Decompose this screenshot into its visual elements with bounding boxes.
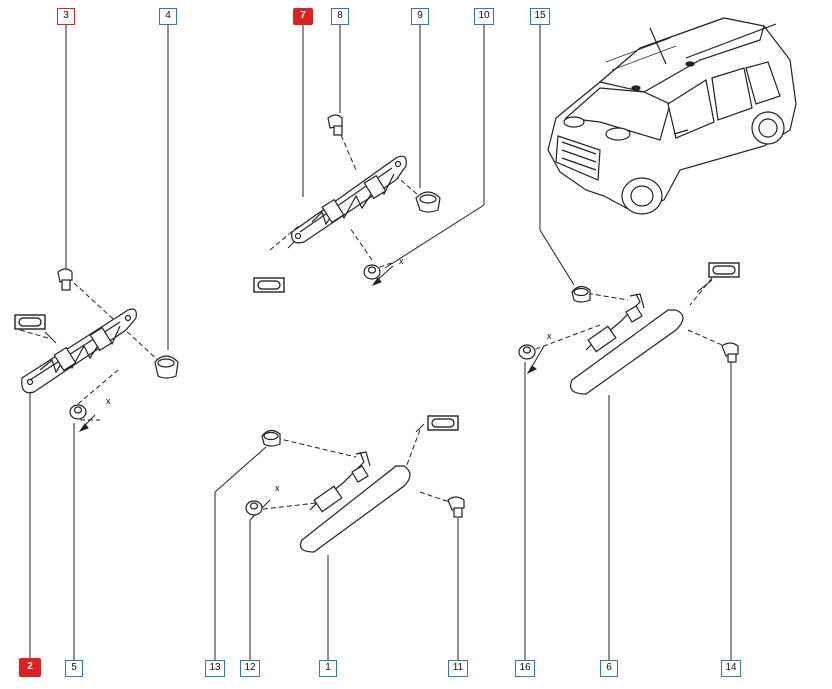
callout-11[interactable]: 11 [448, 660, 468, 677]
callout-7[interactable]: 7 [293, 8, 313, 25]
handle-part-6 [570, 293, 684, 395]
clip-part-9 [415, 191, 441, 213]
callout-3[interactable]: 3 [57, 8, 75, 25]
leader-lines [29, 25, 732, 660]
callout-6[interactable]: 6 [600, 660, 618, 677]
screw-part-14 [721, 342, 739, 363]
screw-part-3 [57, 268, 73, 291]
direction-arrows [44, 235, 713, 521]
callout-2[interactable]: 2 [19, 658, 41, 677]
callout-8[interactable]: 8 [331, 8, 349, 25]
nut-part-10 [363, 264, 381, 280]
clip-part-15 [571, 285, 591, 303]
svg-text:x: x [275, 483, 280, 493]
svg-text:x: x [547, 331, 552, 341]
callout-13[interactable]: 13 [205, 660, 225, 677]
clip-part-4 [154, 355, 179, 379]
screw-part-11 [447, 496, 465, 518]
nut-part-16 [518, 344, 536, 360]
callout-14[interactable]: 14 [721, 660, 741, 677]
x-mark-labels: x x x x [106, 256, 552, 493]
callout-9[interactable]: 9 [411, 8, 429, 25]
callout-10[interactable]: 10 [474, 8, 494, 25]
vehicle-illustration [547, 17, 797, 215]
callout-4[interactable]: 4 [159, 8, 177, 25]
callout-1[interactable]: 1 [319, 660, 337, 677]
callout-15[interactable]: 15 [530, 8, 550, 25]
callout-5[interactable]: 5 [65, 660, 83, 677]
handle-part-1 [299, 451, 411, 553]
bracket-part-2 [21, 308, 137, 394]
bracket-part-7 [291, 155, 407, 244]
svg-text:x: x [399, 256, 404, 266]
clip-part-13 [261, 429, 281, 447]
nut-part-12 [245, 500, 263, 516]
svg-text:x: x [106, 396, 111, 406]
screw-part-8 [327, 114, 343, 136]
nut-part-5 [69, 404, 87, 420]
callout-16[interactable]: 16 [515, 660, 535, 677]
callout-12[interactable]: 12 [240, 660, 260, 677]
